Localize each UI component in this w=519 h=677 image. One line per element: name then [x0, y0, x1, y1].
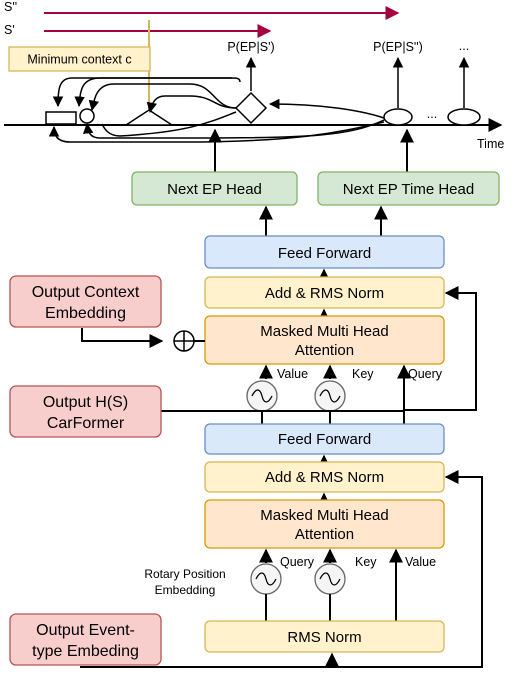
- output-heads: Next EP Head Next EP Time Head: [131, 171, 500, 236]
- feedback-curve: [231, 77, 241, 83]
- prob-given-s-double-prime-label: P(EP|S''): [373, 40, 423, 54]
- input-embeddings: Output Context Embedding Output H(S) Car…: [9, 275, 205, 666]
- upper-attention-label-line2: Attention: [295, 342, 354, 359]
- event-rectangle-shape: [45, 111, 77, 125]
- next-ep-head-box: [131, 171, 298, 206]
- axis-ellipsis: ...: [427, 107, 437, 121]
- sequence-double-prime-label: S'': [4, 0, 17, 14]
- rms-norm-label: RMS Norm: [287, 629, 361, 646]
- lower-key-label: Key: [355, 555, 377, 569]
- upper-sine-wave-icon: [251, 389, 273, 403]
- next-ep-time-head-label: Next EP Time Head: [343, 181, 474, 198]
- upper-sine-wave-icon: [319, 389, 341, 403]
- lower-sine-wave-icon: [319, 572, 341, 586]
- rotary-embedding-label-line1: Rotary Position: [144, 567, 225, 581]
- lower-attention-label-line2: Attention: [295, 526, 354, 543]
- upper-decoder-block: Feed Forward Add & RMS Norm Masked Multi…: [161, 235, 477, 424]
- upper-feed-forward-box: [204, 235, 445, 269]
- context-to-add-line: [81, 328, 164, 348]
- lower-feed-forward-box: [204, 423, 445, 455]
- upper-residual-connection: [404, 286, 477, 411]
- prob-ellipsis-label: ...: [459, 39, 469, 53]
- timeline-region: S'' S' Minimum context c Time ... P(EP|S…: [4, 0, 504, 172]
- lower-sine-wave-icon: [255, 572, 277, 586]
- output-context-embedding-box: [9, 275, 162, 328]
- output-context-label-line1: Output Context: [32, 284, 140, 301]
- output-event-type-label-line2: type Embeding: [32, 643, 139, 660]
- lower-query-label: Query: [280, 555, 315, 569]
- lower-value-label: Value: [405, 555, 436, 569]
- feedback-curve: [52, 77, 232, 108]
- lower-add-norm-box: [204, 461, 445, 493]
- feedback-curve: [146, 95, 237, 114]
- output-event-type-label-line1: Output Event-: [36, 622, 135, 639]
- lower-decoder-block: Feed Forward Add & RMS Norm Masked Multi…: [80, 423, 483, 668]
- lower-feed-forward-label: Feed Forward: [278, 431, 371, 448]
- feedback-curve: [82, 119, 385, 139]
- upper-feed-forward-label: Feed Forward: [278, 245, 371, 262]
- next-ep-head-label: Next EP Head: [167, 181, 262, 198]
- min-context-label: Minimum context c: [27, 53, 131, 67]
- lower-add-norm-label: Add & RMS Norm: [265, 469, 384, 486]
- event-diamond-shape: [234, 91, 268, 125]
- upper-key-label: Key: [352, 367, 374, 381]
- feedback-curve: [88, 83, 237, 112]
- output-event-type-embedding-box: [9, 613, 162, 666]
- event-ellipse-shape: [383, 108, 413, 126]
- next-ep-time-head-box: [317, 171, 500, 206]
- output-context-label-line2: Embedding: [45, 305, 126, 322]
- output-carformer-label-line1: Output H(S): [43, 394, 128, 411]
- upper-value-label: Value: [277, 367, 308, 381]
- feedback-curve: [48, 121, 385, 143]
- rotary-embedding-label-line2: Embedding: [155, 583, 216, 597]
- min-context-box: [8, 46, 151, 72]
- upper-add-norm-box: [204, 276, 445, 309]
- output-carformer-label-line2: CarFormer: [47, 415, 125, 432]
- output-carformer-box: [9, 385, 162, 438]
- lower-attention-box: [204, 499, 445, 549]
- sequence-prime-label: S': [4, 23, 15, 37]
- lower-residual-connection: [332, 470, 483, 668]
- event-ellipse-shape-2: [447, 108, 481, 126]
- event-triangle-shape: [123, 109, 175, 126]
- event-circle-shape: [79, 108, 95, 124]
- feedback-curve: [268, 98, 385, 119]
- upper-query-label: Query: [408, 367, 443, 381]
- rms-norm-box: [204, 620, 445, 653]
- time-axis-label: Time: [477, 137, 504, 151]
- feedback-curve: [101, 111, 237, 137]
- upper-attention-label-line1: Masked Multi Head: [260, 323, 388, 340]
- lower-attention-label-line1: Masked Multi Head: [260, 507, 388, 524]
- upper-add-norm-label: Add & RMS Norm: [265, 285, 384, 302]
- prob-given-s-prime-label: P(EP|S'): [227, 40, 274, 54]
